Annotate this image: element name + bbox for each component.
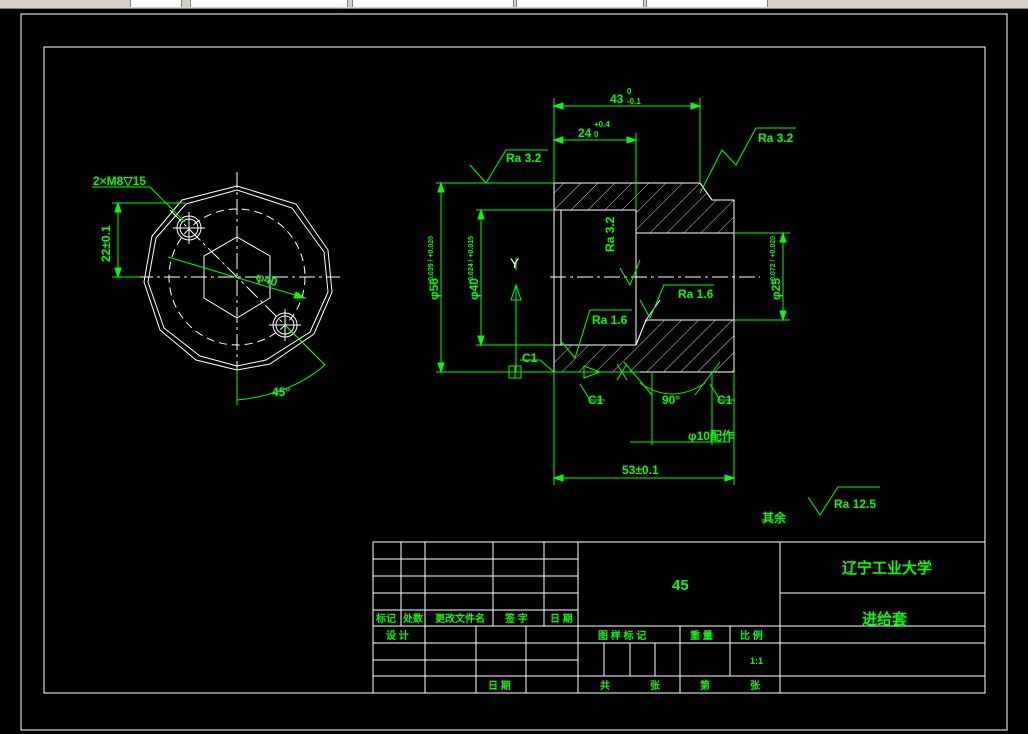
angle-90: 90° xyxy=(662,393,680,407)
title-block xyxy=(372,541,986,694)
axis-y-label: Y xyxy=(510,255,520,271)
school-name: 辽宁工业大学 xyxy=(842,559,932,577)
toolbar-field-1[interactable] xyxy=(190,0,348,7)
thread-note: 2×M8▽15 xyxy=(93,174,146,188)
total-label: 共 xyxy=(600,679,610,692)
weight-label: 重 量 xyxy=(690,629,713,642)
dim-43-tol-dn: -0.1 xyxy=(627,97,641,106)
material-value: 45 xyxy=(672,577,689,594)
rev-header-0: 标记 xyxy=(375,612,396,625)
toolbar-strip xyxy=(0,0,1028,9)
toolbar-field-4[interactable] xyxy=(646,0,768,7)
c1-right: C1 xyxy=(717,393,733,407)
dim-phi40: φ40 xyxy=(467,278,481,300)
toolbar-field-3[interactable] xyxy=(516,0,644,7)
dim-24-tol-up: +0.4 xyxy=(594,120,610,129)
ra-top-left: Ra 3.2 xyxy=(506,151,542,165)
dim-phi56-tol: +0.039 / +0.020 xyxy=(428,236,435,285)
design-label: 设 计 xyxy=(386,629,409,642)
part-name: 进给套 xyxy=(862,610,908,628)
cad-drawing-canvas[interactable]: 2×M8▽15 22±0.1 φ40 45° xyxy=(0,9,1028,734)
rev-header-3: 签 字 xyxy=(504,612,528,625)
sheet-no-label: 第 xyxy=(700,679,710,692)
dim-phi40-left: φ40 xyxy=(254,269,279,289)
angle-45: 45° xyxy=(272,385,290,399)
dim-24: 24 xyxy=(578,126,592,140)
rev-header-2: 更改文件名 xyxy=(435,612,485,625)
section-view xyxy=(550,182,760,373)
hole-note: φ10配作 xyxy=(688,428,734,443)
outer-frame xyxy=(20,13,1008,731)
dim-24-tol-dn: 0 xyxy=(594,130,599,139)
c1-bottom: C1 xyxy=(588,393,604,407)
dim-22: 22±0.1 xyxy=(99,225,113,262)
dim-phi25-tol: +0.072 / +0.020 xyxy=(770,236,777,285)
dim-phi25: φ25 xyxy=(769,278,783,300)
dim-53: 53±0.1 xyxy=(622,463,659,477)
dim-phi40-tol: +0.024 / +0.015 xyxy=(468,236,475,285)
scale-label: 比 例 xyxy=(740,629,763,642)
toolbar-icon-slot[interactable] xyxy=(130,0,182,7)
sheets-label-2: 张 xyxy=(750,679,761,692)
toolbar-field-2[interactable] xyxy=(352,0,514,7)
section-labels: 43 0 -0.1 24 +0.4 0 Ra 3.2 Ra 3.2 Ra 3.2… xyxy=(427,87,876,525)
ra-16-left: Ra 1.6 xyxy=(592,313,628,327)
sheets-label-1: 张 xyxy=(650,679,661,692)
dim-phi56: φ56 xyxy=(427,278,441,300)
hatch-top xyxy=(553,182,735,234)
date-label: 日 期 xyxy=(488,679,511,692)
left-view-dimensions xyxy=(92,186,326,405)
ra-top-right: Ra 3.2 xyxy=(758,131,794,145)
section-dimensions xyxy=(436,98,880,516)
scale-value: 1:1 xyxy=(750,656,763,666)
ra-inner: Ra 3.2 xyxy=(603,216,617,252)
rest-label: 其余 xyxy=(762,510,787,525)
hatch-bottom xyxy=(553,319,735,373)
dim-43: 43 xyxy=(610,92,624,106)
c1-left: C1 xyxy=(522,351,538,365)
rev-header-1: 处数 xyxy=(402,612,424,625)
ra-16-right: Ra 1.6 xyxy=(678,287,714,301)
stage-mark-label: 图 样 标 记 xyxy=(598,629,646,642)
title-block-text: 45 辽宁工业大学 进给套 标记 处数 更改文件名 签 字 日 期 设 计 日 … xyxy=(375,559,932,692)
rev-header-4: 日 期 xyxy=(550,612,573,625)
ra-rest: Ra 12.5 xyxy=(834,497,876,511)
dim-43-tol-up: 0 xyxy=(627,87,632,96)
